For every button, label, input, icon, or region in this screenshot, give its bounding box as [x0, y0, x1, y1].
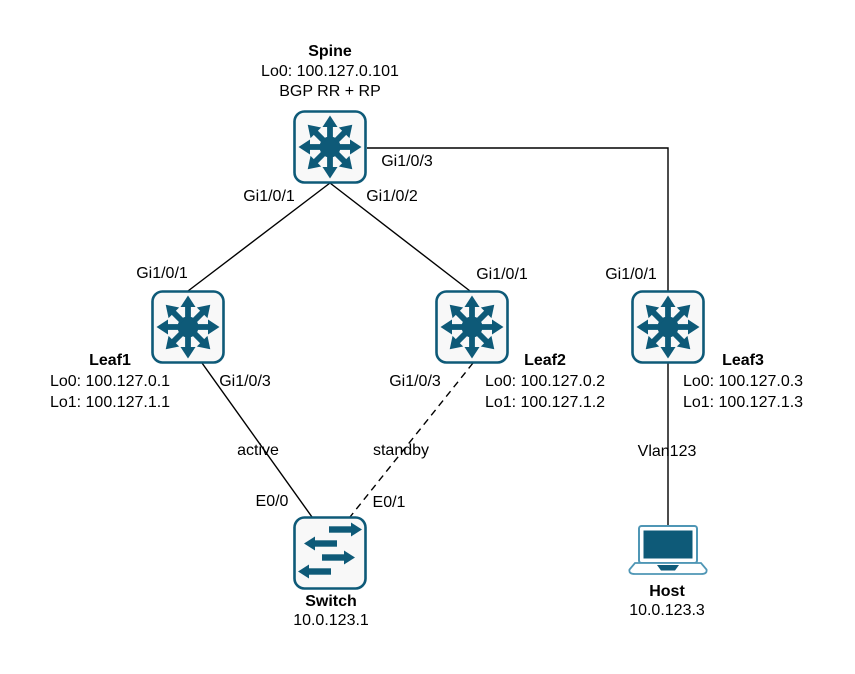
port-label-leaf1-gi1-0-3: Gi1/0/3	[219, 373, 271, 390]
node-detail-leaf3-lo0: Lo0: 100.127.0.3	[682, 373, 804, 390]
node-label-spine: Spine Lo0: 100.127.0.101 BGP RR + RP	[261, 42, 399, 102]
node-name-spine: Spine	[308, 43, 352, 60]
link-label-standby: standby	[372, 442, 430, 459]
node-detail-leaf1-lo1: Lo1: 100.127.1.1	[49, 394, 171, 411]
node-detail-host-ip: 10.0.123.3	[629, 602, 705, 619]
node-detail-spine-lo0: Lo0: 100.127.0.101	[261, 63, 399, 80]
node-label-leaf3: Leaf3 Lo0: 100.127.0.3 Lo1: 100.127.1.3	[683, 350, 803, 413]
port-label-switch-e0-0: E0/0	[255, 493, 289, 510]
laptop-icon-host	[628, 525, 708, 575]
link-spine-leaf1	[187, 182, 331, 292]
node-detail-leaf2-lo1: Lo1: 100.127.1.2	[484, 394, 606, 411]
node-name-switch: Switch	[305, 593, 357, 610]
link-label-active: active	[237, 442, 279, 459]
node-label-leaf1: Leaf1 Lo0: 100.127.0.1 Lo1: 100.127.1.1	[50, 350, 170, 413]
link-spine-leaf2	[329, 182, 471, 292]
router-icon-spine	[293, 110, 367, 184]
node-name-leaf2: Leaf2	[524, 352, 566, 369]
node-name-host: Host	[649, 583, 685, 600]
node-detail-leaf2-lo0: Lo0: 100.127.0.2	[484, 373, 606, 390]
node-label-switch: Switch 10.0.123.1	[293, 592, 369, 630]
link-leaf2-switch-standby	[349, 362, 474, 518]
node-detail-spine-bgp: BGP RR + RP	[279, 83, 381, 100]
port-label-leaf3-vlan123: Vlan123	[637, 443, 697, 460]
port-label-leaf2-gi1-0-1: Gi1/0/1	[476, 266, 528, 283]
port-label-leaf3-gi1-0-1: Gi1/0/1	[605, 266, 657, 283]
port-label-spine-gi1-0-2: Gi1/0/2	[366, 188, 418, 205]
switch-icon	[293, 516, 367, 590]
port-label-switch-e0-1: E0/1	[372, 494, 406, 511]
node-label-leaf2: Leaf2 Lo0: 100.127.0.2 Lo1: 100.127.1.2	[485, 350, 605, 413]
port-label-spine-gi1-0-3: Gi1/0/3	[381, 153, 433, 170]
port-label-spine-gi1-0-1: Gi1/0/1	[243, 188, 295, 205]
node-name-leaf1: Leaf1	[89, 352, 131, 369]
node-detail-leaf1-lo0: Lo0: 100.127.0.1	[49, 373, 171, 390]
node-label-host: Host 10.0.123.3	[629, 582, 705, 620]
link-spine-leaf3	[367, 147, 669, 291]
node-name-leaf3: Leaf3	[722, 352, 764, 369]
link-leaf1-switch-active	[201, 362, 313, 518]
port-label-leaf2-gi1-0-3: Gi1/0/3	[389, 373, 441, 390]
node-detail-switch-ip: 10.0.123.1	[293, 612, 369, 629]
port-label-leaf1-gi1-0-1: Gi1/0/1	[136, 265, 188, 282]
node-detail-leaf3-lo1: Lo1: 100.127.1.3	[682, 394, 804, 411]
